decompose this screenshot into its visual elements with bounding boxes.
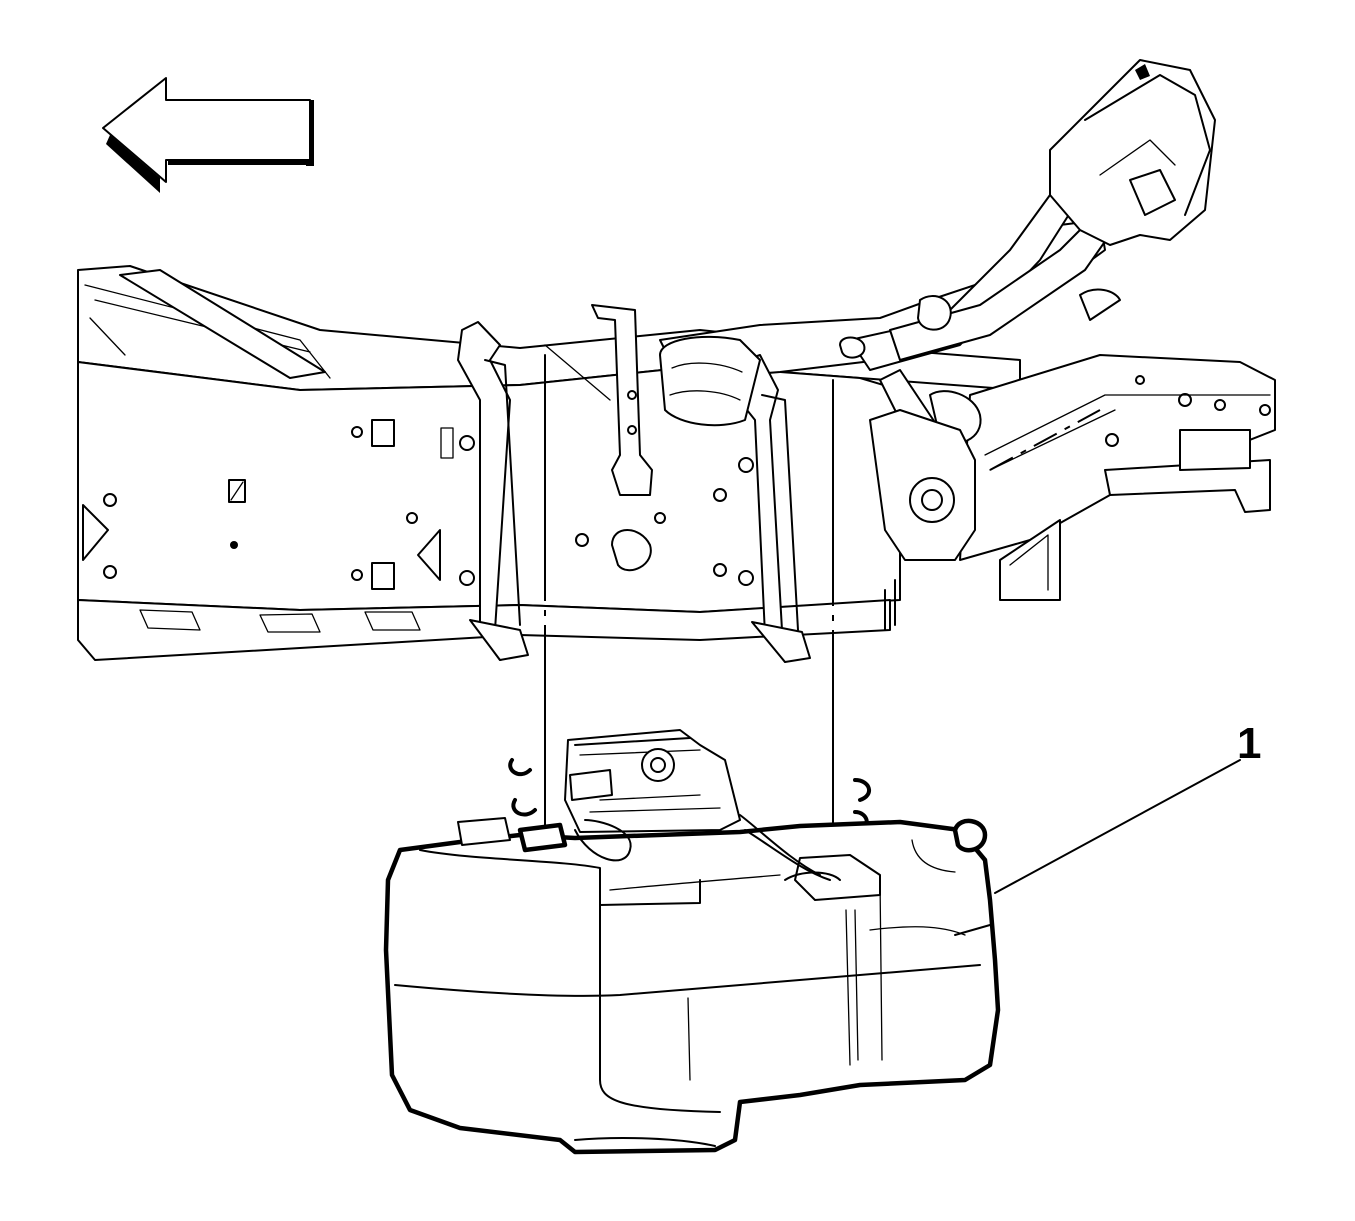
exhaust-muffler [659,335,761,427]
installation-guide-lines [544,354,834,836]
fuel-pump-module [508,729,871,833]
frame-holes [82,419,727,590]
callout-1-label: 1 [1237,719,1261,768]
crossmember-bracket [869,409,976,631]
rear-frame-section [959,354,1276,601]
fuel-tank [383,814,1001,1155]
right-tank-strap [734,354,811,663]
left-tank-strap [457,321,529,661]
arrow-left-icon [102,77,314,193]
callout-1: 1 [994,719,1261,894]
center-hanger-bracket [544,304,653,496]
